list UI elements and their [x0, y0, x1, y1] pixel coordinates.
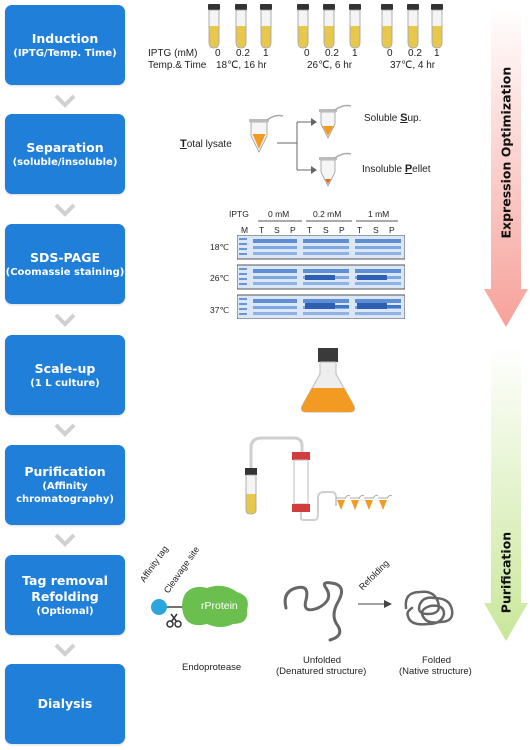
step-title: Induction: [31, 30, 99, 46]
step-subtitle: (soluble/insoluble): [12, 156, 118, 168]
step-tag-removal: Tag removal Refolding (Optional): [5, 555, 125, 635]
gel-lane-label: S: [373, 225, 379, 235]
step-subtitle: (IPTG/Temp. Time): [13, 47, 117, 59]
step-subtitle: (Coomassie staining): [5, 266, 125, 278]
gel-iptg-label: IPTG: [229, 209, 249, 219]
step-title: Scale-up: [34, 360, 96, 376]
step-title: Dialysis: [37, 696, 93, 711]
affinity-column-diagram: [245, 436, 393, 521]
gel-lane-label: T: [259, 225, 265, 235]
step-title: Separation: [26, 139, 104, 155]
step-purification: Purification (Affinity chromatography): [5, 445, 125, 525]
folded-sub-label: (Native structure): [399, 666, 472, 677]
condition-label: 26℃, 6 hr: [307, 60, 353, 71]
iptg-label: IPTG (mM): [148, 48, 198, 59]
gel-lane-label: P: [389, 225, 395, 235]
unfolded-sub-label: (Denatured structure): [276, 666, 367, 677]
tagged-protein-diagram: [151, 585, 248, 628]
expression-phase-arrow: [484, 5, 528, 327]
soluble-sup-label: Soluble Sup.: [364, 112, 422, 124]
refolding-label: Refolding: [356, 558, 391, 592]
step-subtitle-line2: chromatography): [16, 494, 114, 505]
step-subtitle: (Affinity: [42, 481, 88, 492]
step-dialysis: Dialysis: [5, 664, 125, 744]
rprotein-label: rProtein: [201, 600, 238, 612]
step-sds-page: SDS-PAGE (Coomassie staining): [5, 224, 125, 304]
chevron-down-icon: [54, 313, 76, 327]
iptg-value: 0.2: [236, 48, 250, 59]
total-lysate-label: Total lysate: [180, 138, 232, 150]
gel-lane-label: S: [323, 225, 329, 235]
iptg-value: 1: [352, 48, 358, 59]
iptg-value: 0.2: [408, 48, 422, 59]
chevron-down-icon: [54, 203, 76, 217]
expression-phase-label: Expression Optimization: [498, 66, 514, 239]
gel-group-label: 0 mM: [268, 209, 290, 219]
chevron-down-icon: [54, 423, 76, 437]
purification-phase-label: Purification: [498, 531, 514, 614]
iptg-value: 1: [434, 48, 440, 59]
gel-group-label: 1 mM: [368, 209, 390, 219]
condition-label: 37℃, 4 hr: [390, 60, 436, 71]
gel-group-label: 0.2 mM: [313, 209, 342, 219]
step-separation: Separation (soluble/insoluble): [5, 114, 125, 194]
culture-flask-icon: [301, 348, 355, 413]
purification-phase-arrow: [484, 345, 528, 641]
step-scale-up: Scale-up (1 L culture): [5, 335, 125, 415]
gel-temp-label: 37℃: [210, 305, 230, 315]
gel-lane-label: T: [357, 225, 363, 235]
folded-label: Folded: [422, 655, 452, 666]
total-rest: otal lysate: [186, 139, 232, 150]
gel-lane-label: S: [274, 225, 280, 235]
chevron-down-icon: [54, 94, 76, 108]
folded-protein-icon: [404, 590, 454, 626]
unfolded-protein-icon: [283, 581, 343, 642]
gel-marker-lane: M: [241, 225, 249, 235]
gel-lane-label: T: [307, 225, 313, 235]
scissors-icon: [166, 613, 182, 628]
chevron-down-icon: [54, 533, 76, 547]
gel-temp-label: 26℃: [210, 273, 230, 283]
gel-lane-label: P: [290, 225, 296, 235]
affinity-tag-label: Affinity tag: [137, 543, 171, 584]
gel-lane-label: P: [339, 225, 345, 235]
step-subtitle: (1 L culture): [30, 377, 100, 389]
endoprotease-label: Endoprotease: [182, 662, 242, 673]
iptg-value: 0: [304, 48, 310, 59]
refolding-arrow: [358, 600, 392, 608]
separation-diagram: [249, 104, 352, 187]
total-initial: T: [180, 138, 187, 150]
iptg-value: 0.2: [325, 48, 339, 59]
induction-tubes: [207, 4, 444, 49]
iptg-value: 0: [215, 48, 221, 59]
gel-group-underlines: [258, 220, 398, 222]
iptg-value: 1: [263, 48, 269, 59]
temp-time-label: Temp.& Time: [148, 60, 207, 71]
chevron-down-icon: [54, 643, 76, 657]
condition-label: 18℃, 16 hr: [216, 60, 267, 71]
step-title: Purification: [24, 464, 106, 479]
step-induction: Induction (IPTG/Temp. Time): [5, 5, 125, 85]
insoluble-pellet-label: Insoluble Pellet: [362, 163, 431, 175]
gel-images: [237, 235, 405, 319]
step-title-line2: Refolding: [31, 588, 99, 604]
step-title: Tag removal: [22, 572, 108, 588]
gel-temp-label: 18℃: [210, 242, 230, 252]
step-title: SDS-PAGE: [29, 249, 101, 265]
step-subtitle: (Optional): [36, 605, 94, 617]
unfolded-label: Unfolded: [303, 655, 342, 666]
iptg-value: 0: [387, 48, 393, 59]
